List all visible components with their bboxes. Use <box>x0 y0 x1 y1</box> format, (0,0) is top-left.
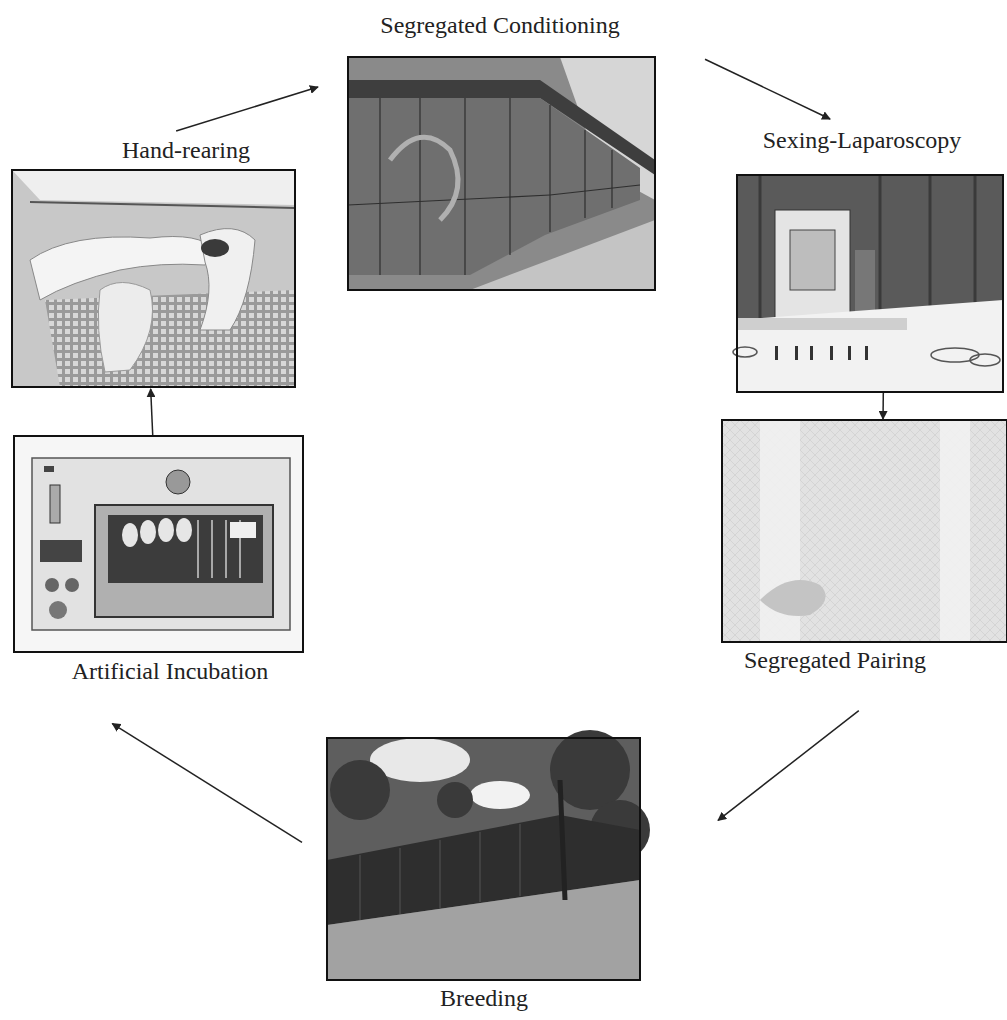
step-caption: Breeding <box>440 985 528 1013</box>
cycle-arrow <box>151 389 153 435</box>
hand-rearing-photo <box>12 170 295 387</box>
photo-step: Sexing-Laparoscopy <box>737 127 1003 392</box>
cycle-arrow <box>112 724 302 843</box>
cycle-arrow <box>176 87 318 131</box>
step-caption: Sexing-Laparoscopy <box>763 127 962 155</box>
cycle-arrow <box>718 711 859 821</box>
cycle-arrow <box>705 59 830 119</box>
photo-step: Segregated Pairing <box>722 420 1007 675</box>
photo-step: Breeding <box>327 738 640 1013</box>
photo-step: Hand-rearing <box>12 137 295 387</box>
cycle-arrow <box>882 393 884 419</box>
laparoscopy-photo <box>733 175 1003 392</box>
step-caption: Hand-rearing <box>122 137 250 165</box>
incubator-photo <box>14 436 303 652</box>
step-caption: Artificial Incubation <box>72 658 269 686</box>
pairing-photo <box>722 420 1007 642</box>
conditioning-photo <box>348 57 655 290</box>
photo-step: Artificial Incubation <box>14 436 303 686</box>
photo-step: Segregated Conditioning <box>348 12 655 290</box>
step-caption: Segregated Conditioning <box>380 12 619 40</box>
breeding-photo <box>327 730 650 980</box>
step-caption: Segregated Pairing <box>744 647 926 675</box>
